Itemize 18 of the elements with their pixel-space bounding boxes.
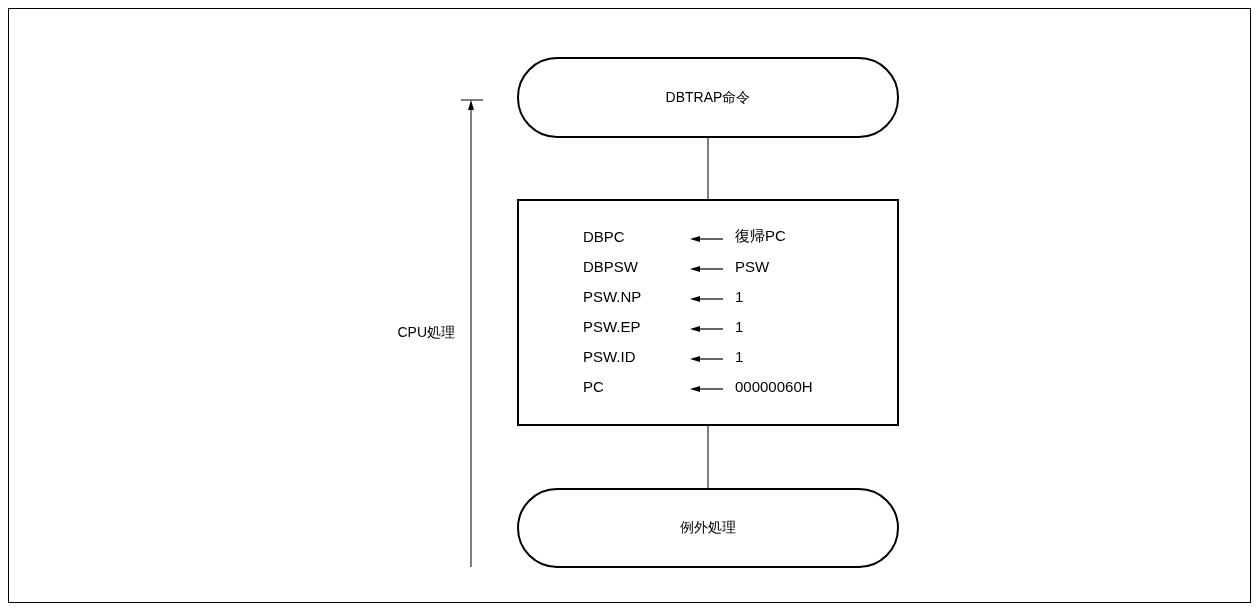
register-name: PSW.NP	[583, 287, 643, 305]
terminal-text: 例外処理	[680, 519, 736, 537]
process-box	[517, 199, 899, 426]
assigned-value: 1	[735, 287, 745, 305]
register-name: DBPSW	[583, 257, 639, 275]
assigned-value: PSW	[735, 257, 771, 275]
connector-line	[707, 137, 709, 200]
assigned-value: 1	[735, 317, 745, 335]
register-name: PSW.ID	[583, 347, 637, 365]
connector-line	[707, 425, 709, 489]
assigned-value: 1	[735, 347, 745, 365]
register-name: DBPC	[583, 227, 626, 245]
terminal-text: DBTRAP命令	[665, 88, 751, 107]
register-name: PSW.EP	[583, 317, 642, 335]
dimension-label: CPU処理	[397, 324, 455, 342]
assigned-value: 復帰PC	[735, 226, 787, 246]
assigned-value: 00000060H	[735, 377, 814, 395]
register-name: PC	[583, 377, 605, 395]
